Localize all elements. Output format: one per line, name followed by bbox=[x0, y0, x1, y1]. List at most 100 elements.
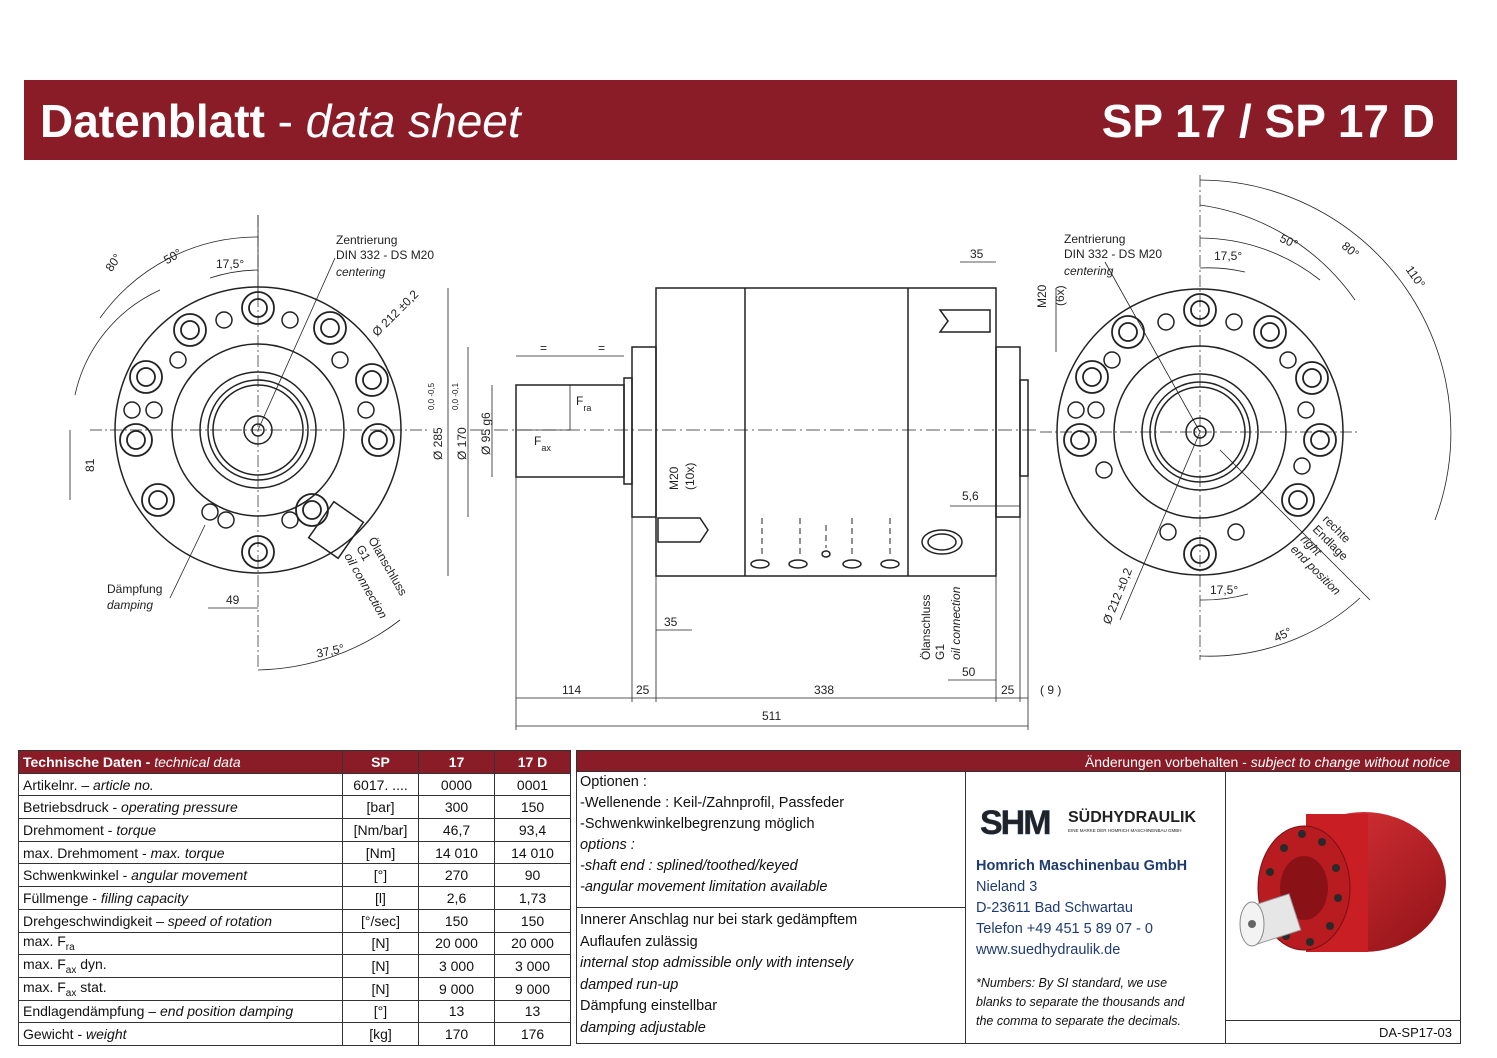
row-unit: [N] bbox=[342, 954, 419, 978]
company-logo: SHM SÜDHYDRAULIK EINE MARKE DER HOMRICH … bbox=[980, 804, 1196, 842]
product-image bbox=[1239, 812, 1446, 952]
company-phone: Telefon +49 451 5 89 07 - 0 bbox=[976, 921, 1153, 937]
dia-95: Ø 95 g6 bbox=[479, 412, 493, 455]
row-unit: [bar] bbox=[342, 795, 419, 820]
dim-114: 114 bbox=[562, 683, 581, 697]
m20-6x-count: (6x) bbox=[1053, 285, 1067, 306]
model-title: SP 17 / SP 17 D bbox=[1101, 95, 1435, 147]
technical-drawing: Zentrierung DIN 332 - DS M20 centering 8… bbox=[69, 175, 1452, 730]
dim-50: 50 bbox=[962, 665, 976, 679]
company-city: D-23611 Bad Schwartau bbox=[976, 900, 1133, 916]
table-row: Betriebsdruck - operating pressure[bar]3… bbox=[18, 795, 571, 820]
right-centering-std: DIN 332 - DS M20 bbox=[1064, 247, 1162, 261]
side-view bbox=[447, 261, 1057, 730]
row-label: max. Fax dyn. bbox=[18, 954, 343, 978]
table-row: Drehgeschwindigkeit – speed of rotation[… bbox=[18, 908, 571, 933]
row-label: Füllmenge - filling capacity bbox=[18, 886, 343, 910]
left-centering-label: Zentrierung bbox=[336, 233, 397, 247]
m20-6x: M20 bbox=[1035, 284, 1049, 308]
row-v17d: 176 bbox=[494, 1022, 571, 1046]
stop-line-3: internal stop admissible only with inten… bbox=[580, 955, 854, 971]
company-street: Nieland 3 bbox=[976, 879, 1038, 895]
tol-170: 0,0 -0,1 bbox=[451, 382, 460, 410]
row-v17d: 20 000 bbox=[494, 931, 571, 956]
damping-label-en: damping bbox=[107, 598, 153, 612]
company-web[interactable]: www.suedhydraulik.de bbox=[976, 942, 1121, 958]
row-v17d: 3 000 bbox=[494, 954, 571, 978]
left-dim-49: 49 bbox=[226, 593, 240, 607]
row-label: Betriebsdruck - operating pressure bbox=[18, 795, 343, 820]
row-label: max. Fax stat. bbox=[18, 976, 343, 1001]
dim-25-right: 25 bbox=[1001, 683, 1015, 697]
right-angle-17-5-top: 17,5° bbox=[1214, 249, 1242, 263]
row-label: Gewicht - weight bbox=[18, 1022, 343, 1046]
options-title: Optionen : bbox=[580, 774, 647, 790]
options-line-2-en: -angular movement limitation available bbox=[580, 879, 828, 895]
row-label: max. Drehmoment - max. torque bbox=[18, 840, 343, 865]
stop-line-2: Auflaufen zulässig bbox=[580, 933, 698, 950]
row-label: Schwenkwinkel - angular movement bbox=[18, 863, 343, 888]
right-centering-label: Zentrierung bbox=[1064, 232, 1125, 246]
row-v17d: 14 010 bbox=[494, 840, 571, 865]
options-line-1: -Wellenende : Keil-/Zahnprofil, Passfede… bbox=[580, 795, 845, 811]
options-line-1-en: -shaft end : splined/toothed/keyed bbox=[580, 858, 798, 874]
options-box: Optionen : -Wellenende : Keil-/Zahnprofi… bbox=[576, 772, 966, 908]
dim-35-bottom: 35 bbox=[664, 615, 678, 629]
dim-35-top: 35 bbox=[970, 247, 984, 261]
row-v17d: 150 bbox=[494, 795, 571, 820]
row-v17: 0000 bbox=[418, 772, 495, 797]
row-unit: [°] bbox=[342, 863, 419, 888]
row-label: Drehmoment - torque bbox=[18, 818, 343, 842]
left-front-view bbox=[69, 215, 430, 671]
left-angle-37-5: 37,5° bbox=[315, 641, 346, 661]
left-angle-80: 80° bbox=[102, 251, 124, 274]
right-angle-45: 45° bbox=[1272, 624, 1295, 644]
logo-word: SÜDHYDRAULIK bbox=[1068, 807, 1196, 826]
row-unit: [°/sec] bbox=[342, 908, 419, 933]
dia-285: Ø 285 bbox=[431, 427, 445, 460]
row-v17d: 13 bbox=[494, 999, 571, 1024]
row-unit: [Nm] bbox=[342, 840, 419, 865]
document-number: DA-SP17-03 bbox=[1226, 1020, 1461, 1044]
row-v17d: 90 bbox=[494, 863, 571, 888]
left-dim-81: 81 bbox=[83, 458, 97, 472]
row-v17: 9 000 bbox=[418, 976, 495, 1001]
right-angle-80: 80° bbox=[1339, 239, 1362, 262]
technical-data-table: Technische Daten - technical data SP 17 … bbox=[18, 750, 571, 1046]
row-v17d: 150 bbox=[494, 908, 571, 933]
row-label: Drehgeschwindigkeit – speed of rotation bbox=[18, 908, 343, 933]
row-v17: 14 010 bbox=[418, 840, 495, 865]
tol-285: 0,0 -0,5 bbox=[427, 382, 436, 410]
side-oil-label: Ölanschluss bbox=[919, 595, 933, 660]
company-box: SHM SÜDHYDRAULIK EINE MARKE DER HOMRICH … bbox=[966, 772, 1226, 1044]
row-unit: 6017. .... bbox=[342, 772, 419, 797]
right-dia-212: Ø 212 ±0,2 bbox=[1100, 566, 1135, 627]
row-unit: [N] bbox=[342, 931, 419, 956]
stop-line-4: damped run-up bbox=[580, 976, 679, 993]
stop-line-6: damping adjustable bbox=[580, 1019, 706, 1036]
left-centering-en: centering bbox=[336, 265, 386, 279]
options-title-en: options : bbox=[580, 837, 635, 853]
right-centering-en: centering bbox=[1064, 264, 1114, 278]
m20-10x-count: (10x) bbox=[683, 463, 697, 490]
eq-mark-1: = bbox=[540, 341, 547, 355]
dim-25-left: 25 bbox=[636, 683, 650, 697]
change-notice: Änderungen vorbehalten - subject to chan… bbox=[576, 750, 1461, 772]
row-unit: [N] bbox=[342, 976, 419, 1001]
dim-511: 511 bbox=[762, 709, 781, 723]
row-v17d: 9 000 bbox=[494, 976, 571, 1001]
right-front-view bbox=[1040, 175, 1452, 660]
row-v17: 2,6 bbox=[418, 886, 495, 910]
row-v17: 300 bbox=[418, 795, 495, 820]
company-address: Homrich Maschinenbau GmbH Nieland 3 D-23… bbox=[976, 856, 1187, 961]
f-ax-label: Fax bbox=[534, 434, 551, 453]
title-banner: Datenblatt - data sheet SP 17 / SP 17 D bbox=[24, 80, 1457, 160]
stop-line-5: Dämpfung einstellbar bbox=[580, 998, 718, 1014]
dim-338: 338 bbox=[814, 683, 834, 697]
dim-9: ( 9 ) bbox=[1040, 683, 1061, 697]
